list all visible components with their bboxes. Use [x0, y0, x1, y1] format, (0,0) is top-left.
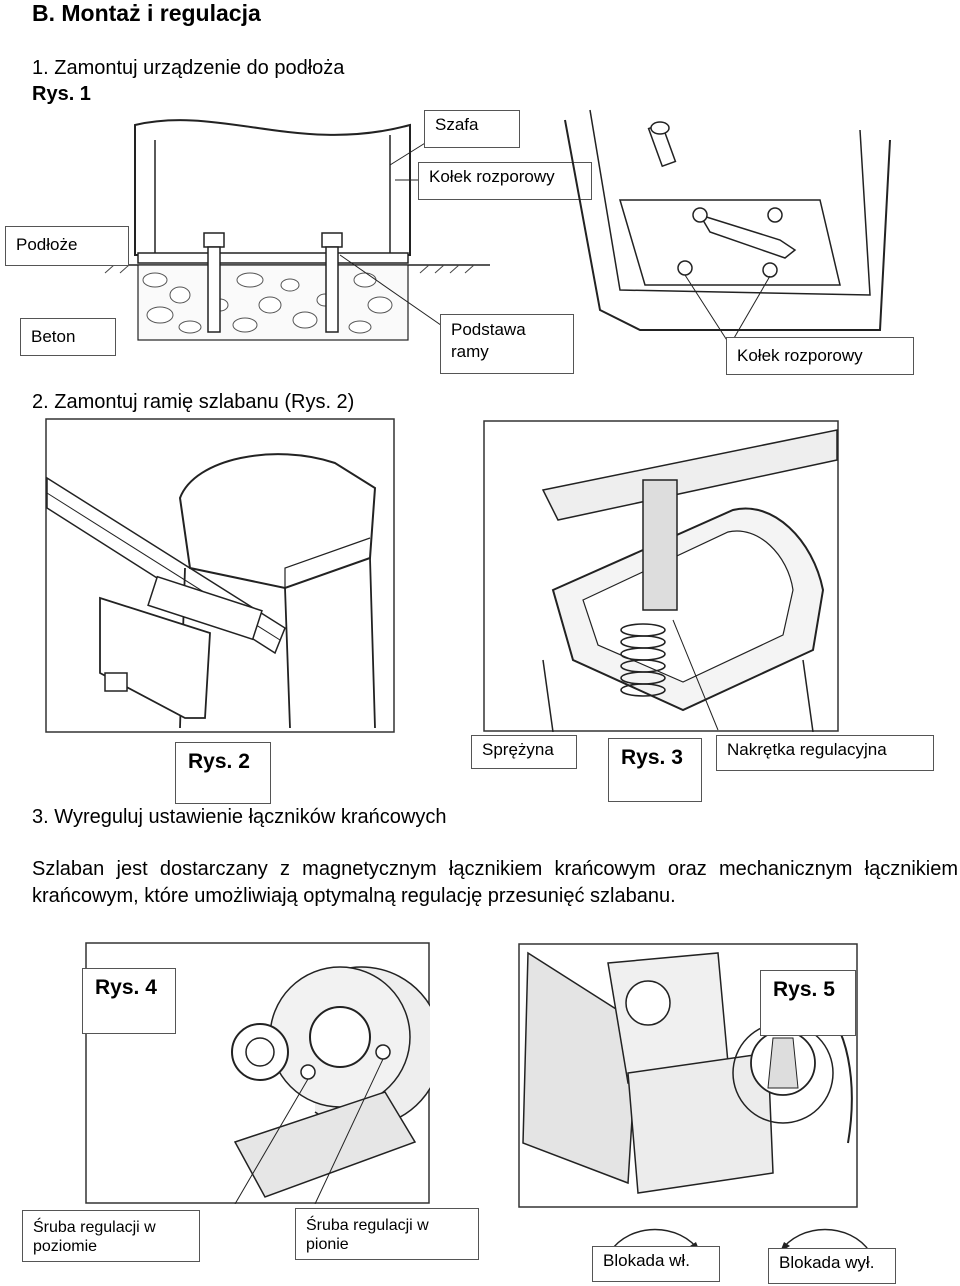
label-blokada-wyl: Blokada wył.	[768, 1248, 896, 1284]
fig3-caption: Rys. 3	[608, 738, 702, 802]
label-sruba-pion: Śruba regulacji w pionie	[295, 1208, 479, 1260]
label-kolek-rozporowy-1: Kołek rozporowy	[418, 162, 592, 200]
step-3-text: 3. Wyreguluj ustawienie łączników krańco…	[32, 806, 447, 828]
label-blokada-wl: Blokada wł.	[592, 1246, 720, 1282]
label-kolek-rozporowy-2: Kołek rozporowy	[726, 337, 914, 375]
label-podstawa-ramy: Podstawa ramy	[440, 314, 574, 374]
fig5-caption: Rys. 5	[760, 970, 856, 1036]
label-szafa: Szafa	[424, 110, 520, 148]
fig2-caption: Rys. 2	[175, 742, 271, 804]
label-sprezyna: Sprężyna	[471, 735, 577, 769]
label-beton: Beton	[20, 318, 116, 356]
barrier-arm-drawing	[45, 418, 395, 733]
step-2-text: 2. Zamontuj ramię szlabanu (Rys. 2)	[32, 391, 355, 413]
description-paragraph: Szlaban jest dostarczany z magnetycznym …	[32, 858, 958, 907]
label-sruba-poziom: Śruba regulacji w poziomie	[22, 1210, 200, 1262]
label-podloze: Podłoże	[5, 226, 129, 266]
foundation-drawing	[100, 119, 490, 341]
fig1-caption: Rys. 1	[32, 83, 91, 105]
step-1-text: 1. Zamontuj urządzenie do podłoża	[32, 57, 345, 79]
cabinet-perspective-drawing	[564, 109, 891, 346]
label-nakretka: Nakrętka regulacyjna	[716, 735, 934, 771]
spring-mechanism-drawing	[483, 420, 839, 732]
section-title: B. Montaż i regulacja	[32, 0, 261, 26]
fig4-caption: Rys. 4	[82, 968, 176, 1034]
